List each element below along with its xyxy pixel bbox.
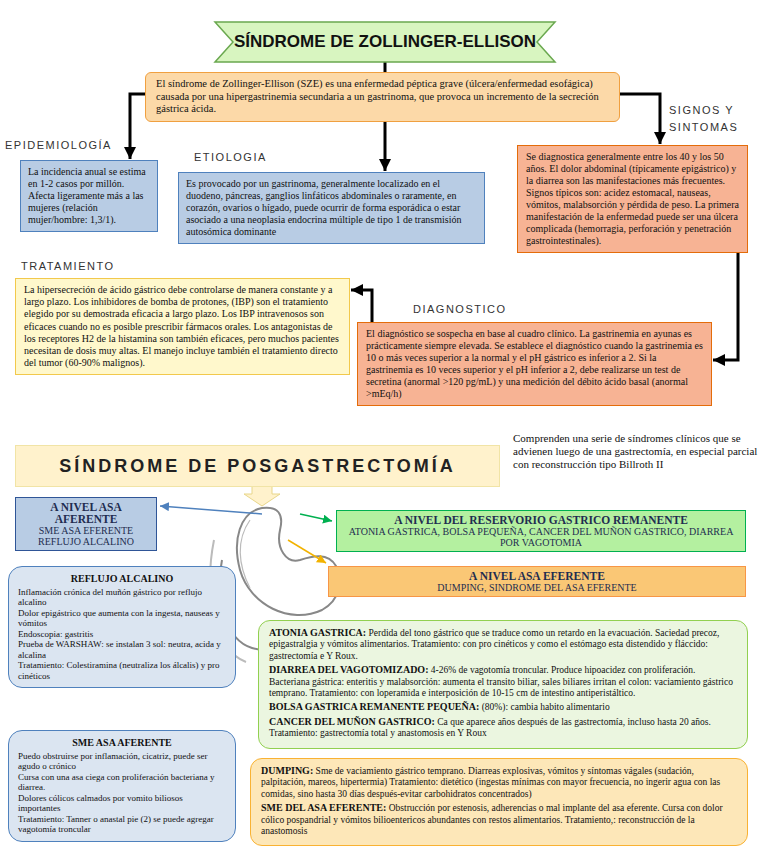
node-text: A NIVEL ASA AFERENTE	[20, 501, 152, 525]
section-heading: DIAGNOSTICO	[413, 301, 553, 318]
detail-box: DUMPING: Sme de vaciamiento gástrico tem…	[250, 758, 748, 846]
section-heading: TRATAMIENTO	[21, 258, 171, 275]
topic-box: SIGNOS Y SINTOMASSe diagnostica generalm…	[517, 145, 748, 253]
entry-text: Sme de vaciamiento gástrico temprano. Di…	[261, 766, 720, 799]
category-box: A NIVEL ASA EFERENTEDUMPING, SINDROME DE…	[328, 566, 746, 597]
entry-text: DIARREA DEL VAGOTOMIZADO:	[269, 664, 428, 675]
body-text: Se diagnostica generalmente entre los 40…	[526, 151, 739, 247]
node-text: A NIVEL DEL RESERVORIO GASTRICO REMANENT…	[343, 514, 739, 526]
node-text: ATONIA GASTRICA, BOLSA PEQUEÑA, CANCER D…	[343, 526, 739, 548]
node-text: SÍNDROME DE POSGASTRECTOMÍA	[16, 446, 499, 486]
node-text: A NIVEL ASA EFERENTE	[335, 570, 739, 582]
category-box: A NIVEL ASA AFERENTESME ASA EFERENTE REF…	[15, 497, 157, 551]
section-band: SÍNDROME DE POSGASTRECTOMÍA	[15, 445, 500, 487]
category-box: A NIVEL DEL RESERVORIO GASTRICO REMANENT…	[336, 510, 746, 552]
node-text: Inflamación crónica del muñón gástrico p…	[18, 587, 226, 608]
section-heading: ETIOLOGIA	[194, 149, 344, 166]
entry: BOLSA GASTRICA REMANENTE PEQUEÑA: (80%):…	[269, 701, 737, 713]
leader-line	[300, 514, 332, 521]
detail-box: REFLUJO ALCALINO Inflamación crónica del …	[8, 566, 236, 688]
entry: DIARREA DEL VAGOTOMIZADO: 4-26% de vagot…	[269, 664, 737, 699]
connector-arrow	[620, 94, 660, 144]
topic-box: EPIDEMIOLOGÍALa incidencia anual se esti…	[20, 160, 158, 232]
node-text: Prueba de WARSHAW: se instalan 3 sol: ne…	[18, 639, 226, 660]
body-text: La hipersecreción de ácido gástrico debe…	[24, 284, 341, 369]
connector-arrow	[713, 253, 738, 360]
entry: SME DEL ASA EFERENTE: Obstrucción por es…	[261, 802, 737, 837]
topic-box: ETIOLOGIAEs provocado por un gastrinoma,…	[178, 172, 485, 244]
connector-arrow	[130, 94, 145, 159]
ribbon-outline	[215, 22, 555, 62]
node-text: SME ASA AFERENTE	[18, 737, 226, 749]
node-text: Cursa con una asa ciega con proliferació…	[18, 772, 226, 793]
topic-box: TRATAMIENTOLa hipersecreción de ácido gá…	[15, 278, 350, 375]
entry-text: BOLSA GASTRICA REMANENTE PEQUEÑA:	[269, 701, 479, 712]
entry: CANCER DEL MUÑON GASTRICO: Ca que aparec…	[269, 716, 737, 740]
leader-line	[288, 540, 326, 563]
detail-box: SME ASA AFERENTE Puedo obstruirse por inf…	[8, 730, 236, 842]
node-text: REFLUJO ALCALINO	[18, 573, 226, 585]
node-text: Dolor epigástrico que aumenta con la ing…	[18, 608, 226, 629]
node-text: Tratamiento: Colestiramina (neutraliza l…	[18, 660, 226, 681]
note-text: Comprenden una serie de síndromes clínic…	[513, 432, 763, 472]
section-heading: SIGNOS Y SINTOMAS	[669, 102, 764, 135]
connector-arrow	[384, 62, 387, 72]
node-text: Puedo obstruirse por inflamación, cicatr…	[18, 751, 226, 772]
entry-text: CANCER DEL MUÑON GASTRICO:	[269, 716, 435, 727]
node-text: SÍNDROME DE ZOLLINGER-ELLISON	[215, 22, 555, 62]
leader-line	[160, 506, 262, 514]
entry-text: ATONIA GASTRICA:	[269, 627, 366, 638]
connector-arrow	[351, 290, 372, 322]
definition-box: El síndrome de Zollinger-Ellison (SZE) e…	[145, 72, 620, 122]
node-text: SME ASA EFERENTE REFLUJO ALCALINO	[20, 525, 152, 547]
node-text: DUMPING, SINDROME DEL ASA EFERENTE	[335, 582, 739, 593]
node-text: El síndrome de Zollinger-Ellison (SZE) e…	[156, 78, 609, 116]
body-text: El diagnóstico se sospecha en base al cu…	[366, 328, 703, 400]
topic-box: DIAGNOSTICOEl diagnóstico se sospecha en…	[357, 322, 712, 406]
entry: ATONIA GASTRICA: Perdida del tono gástri…	[269, 627, 737, 662]
node-text: Dolores cólicos calmados por vomito bili…	[18, 793, 226, 814]
node-text: Endoscopia: gastritis	[18, 629, 226, 640]
body-text: La incidencia anual se estima en 1-2 cas…	[28, 166, 150, 226]
down-arrow	[244, 486, 280, 506]
entry-text: DUMPING:	[261, 765, 313, 776]
body-text: Es provocado por un gastrinoma, generalm…	[186, 178, 477, 238]
connector-arrow	[384, 122, 387, 171]
detail-box: ATONIA GASTRICA: Perdida del tono gástri…	[258, 620, 748, 749]
section-heading: EPIDEMIOLOGÍA	[5, 137, 130, 154]
entry-text: (80%): cambia habito alimentario	[482, 702, 610, 712]
title-ribbon: SÍNDROME DE ZOLLINGER-ELLISON	[215, 22, 555, 62]
entry-text: SME DEL ASA EFERENTE:	[261, 802, 386, 813]
node-text: Tratamiento: Tanner o anastal pie (2) se…	[18, 814, 226, 835]
entry: DUMPING: Sme de vaciamiento gástrico tem…	[261, 765, 737, 800]
